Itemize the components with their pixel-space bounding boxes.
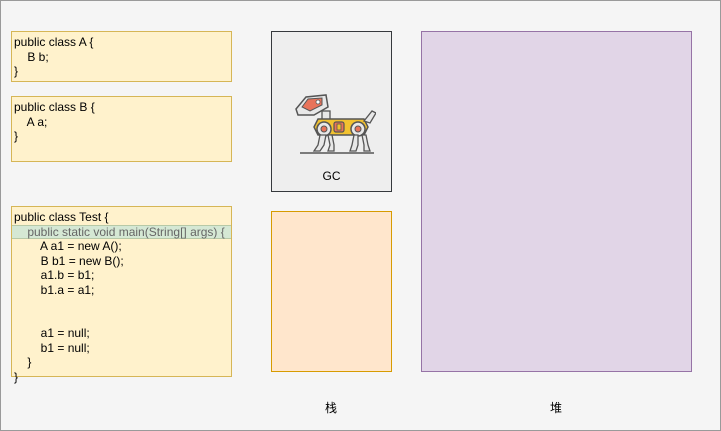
code-line: } <box>14 355 32 369</box>
code-line <box>12 297 231 312</box>
code-line: b1.a = a1; <box>14 282 95 297</box>
code-line: b1 = null; <box>14 340 90 355</box>
code-line: a1.b = b1; <box>14 268 95 282</box>
code-line: B b1 = new B(); <box>14 253 124 268</box>
code-line: public class B { <box>14 100 95 114</box>
code-line: public class A { <box>14 35 94 49</box>
code-line: A a; <box>14 114 48 129</box>
code-line: a1 = null; <box>14 326 90 340</box>
code-line: B b; <box>14 49 49 64</box>
stack-label: 栈 <box>324 401 337 415</box>
class-b-code-box: public class B { A a; } <box>11 96 232 162</box>
code-line: } <box>14 64 19 78</box>
stack-region <box>271 211 392 372</box>
code-line: A a1 = new A(); <box>14 239 122 253</box>
code-line: public class Test { <box>14 210 109 224</box>
code-line <box>12 312 231 327</box>
code-line-highlighted: public static void main(String[] args) { <box>12 224 231 239</box>
class-test-code-box: public class Test { public static void m… <box>11 206 232 384</box>
heap-region <box>421 31 692 372</box>
class-a-code-box: public class A { B b; } <box>11 31 232 82</box>
gc-box: GC <box>271 31 392 192</box>
gc-label: GC <box>322 169 341 183</box>
heap-label: 堆 <box>549 401 562 415</box>
code-line: } <box>14 369 19 384</box>
code-line: } <box>14 129 19 143</box>
robot-dog-icon <box>295 94 376 154</box>
